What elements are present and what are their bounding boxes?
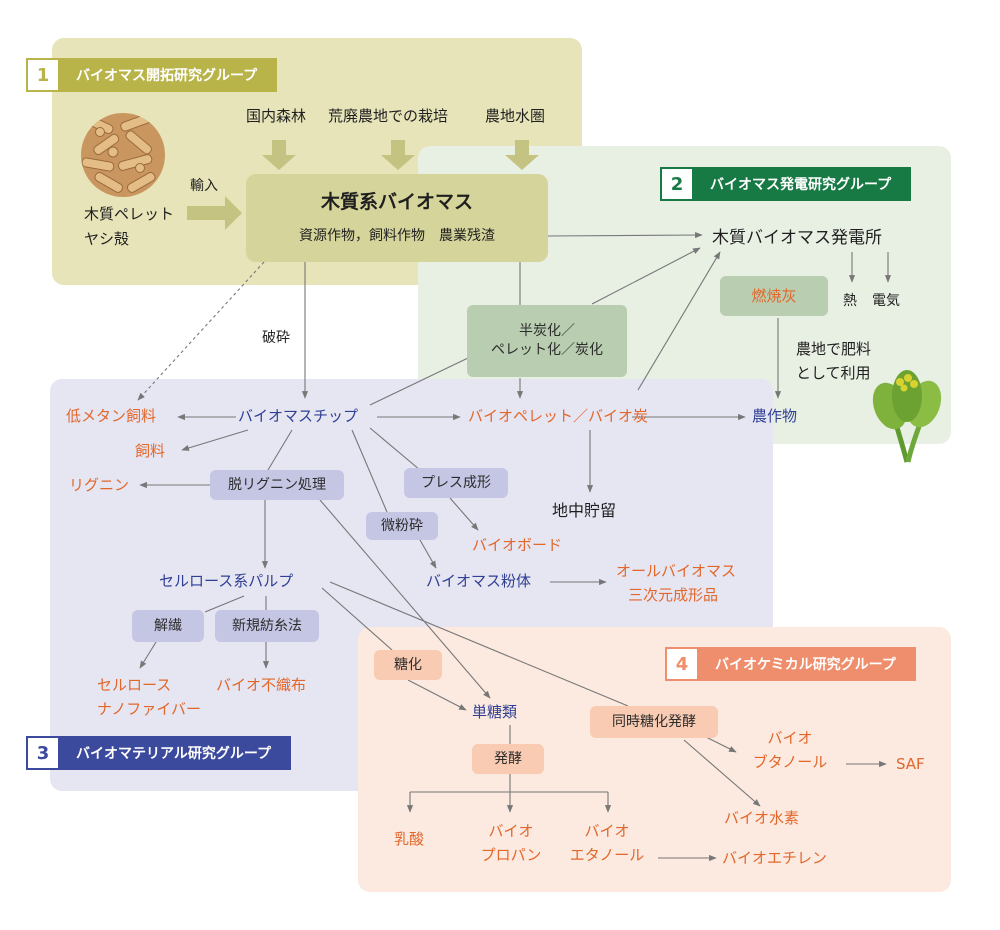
- group-1-label: バイオマス開拓研究グループ: [58, 60, 276, 90]
- power-plant: 木質バイオマス発電所: [712, 228, 882, 248]
- import-label: 輸入: [190, 178, 218, 194]
- combustion-ash-chip: 燃焼灰: [720, 276, 828, 316]
- import-palm-shell: ヤシ殻: [84, 230, 130, 248]
- vegetable-crop-photo: [872, 370, 942, 463]
- group-4-number: 4: [667, 649, 697, 679]
- micronize-chip: 微粉砕: [366, 512, 438, 540]
- micronize: 微粉砕: [381, 517, 423, 534]
- crops: 農作物: [752, 407, 798, 425]
- source-domestic-forest: 国内森林: [246, 107, 307, 125]
- bio-butanol-line-2: ブタノール: [752, 753, 828, 771]
- all-biomass-line-1: オールバイオマス: [616, 562, 737, 580]
- spinning-chip: 新規紡糸法: [215, 610, 319, 642]
- saf: SAF: [896, 755, 925, 773]
- bio-ethylene: バイオエチレン: [722, 849, 828, 867]
- saccharify-chip: 糖化: [374, 650, 442, 680]
- group-1-number: 1: [28, 60, 58, 90]
- underground-storage: 地中貯留: [552, 501, 617, 520]
- carbonize-chip: 半炭化／ ペレット化／炭化: [467, 305, 627, 377]
- group-4-label: バイオケミカル研究グループ: [697, 649, 914, 679]
- simultaneous-saccharification-fermentation: 同時糖化発酵: [612, 713, 696, 730]
- bio-butanol-line-1: バイオ: [767, 729, 813, 747]
- biomass-chips: バイオマスチップ: [238, 407, 359, 425]
- nanofiber-line-1: セルロース: [97, 676, 172, 694]
- fertilizer-line-2: として利用: [796, 364, 871, 382]
- woody-biomass-sub: 資源作物，飼料作物 農業残渣: [299, 228, 495, 244]
- bio-ethanol-line-1: バイオ: [584, 822, 630, 840]
- group-1-tag: 1 バイオマス開拓研究グループ: [26, 58, 278, 92]
- cellulose-pulp: セルロース系パルプ: [159, 572, 294, 590]
- ferment: 発酵: [494, 750, 522, 767]
- group-3-number: 3: [28, 738, 58, 768]
- press-forming: プレス成形: [421, 474, 491, 491]
- group-2-number: 2: [662, 169, 692, 199]
- monosaccharides: 単糖類: [472, 703, 518, 721]
- source-arrows: [187, 140, 539, 230]
- import-wood-pellet: 木質ペレット: [84, 205, 175, 223]
- saccharify: 糖化: [394, 656, 422, 673]
- source-abandoned-farmland: 荒廃農地での栽培: [328, 107, 449, 125]
- carbonize-line-1: 半炭化／: [519, 323, 575, 340]
- ferment-chip: 発酵: [472, 744, 544, 774]
- feed: 飼料: [135, 442, 166, 460]
- bio-hydrogen: バイオ水素: [724, 809, 800, 827]
- delignify-chip: 脱リグニン処理: [210, 470, 344, 500]
- bio-ethanol-line-2: エタノール: [569, 846, 645, 864]
- crush-label: 破砕: [262, 330, 290, 346]
- nanofiber-line-2: ナノファイバー: [97, 700, 201, 718]
- wood-pellets-photo: [81, 113, 165, 197]
- low-methane-feed: 低メタン飼料: [66, 407, 157, 425]
- new-spinning: 新規紡糸法: [232, 617, 302, 634]
- lactic-acid: 乳酸: [394, 830, 425, 848]
- bio-nonwoven: バイオ不織布: [216, 676, 307, 694]
- defibrate-chip: 解繊: [132, 610, 204, 642]
- carbonize-line-2: ペレット化／炭化: [491, 342, 603, 358]
- electricity-output: 電気: [872, 293, 900, 309]
- delignify: 脱リグニン処理: [228, 476, 326, 493]
- ssf-chip: 同時糖化発酵: [590, 706, 718, 738]
- woody-biomass-title: 木質系バイオマス: [320, 191, 473, 213]
- press-chip: プレス成形: [404, 468, 508, 498]
- woody-biomass-box: [246, 174, 548, 262]
- group-3-tag: 3 バイオマテリアル研究グループ: [26, 736, 292, 770]
- fertilizer-line-1: 農地で肥料: [796, 340, 872, 358]
- bio-propanol-line-2: プロパン: [480, 846, 542, 864]
- all-biomass-line-2: 三次元成形品: [628, 586, 719, 604]
- bio-propanol-line-1: バイオ: [488, 822, 534, 840]
- combustion-ash: 燃焼灰: [751, 286, 797, 305]
- group-3-label: バイオマテリアル研究グループ: [58, 738, 290, 768]
- defibrate: 解繊: [154, 617, 182, 634]
- heat-output: 熱: [843, 293, 857, 309]
- group-4-tag: 4 バイオケミカル研究グループ: [665, 647, 916, 681]
- bio-board: バイオボード: [472, 536, 563, 554]
- source-farm-water: 農地水圏: [485, 107, 546, 125]
- bio-pellet-char: バイオペレット／バイオ炭: [468, 407, 649, 425]
- biomass-powder: バイオマス粉体: [426, 572, 532, 590]
- group-2-label: バイオマス発電研究グループ: [692, 169, 910, 199]
- group-2-tag: 2 バイオマス発電研究グループ: [660, 167, 912, 201]
- lignin: リグニン: [69, 476, 130, 494]
